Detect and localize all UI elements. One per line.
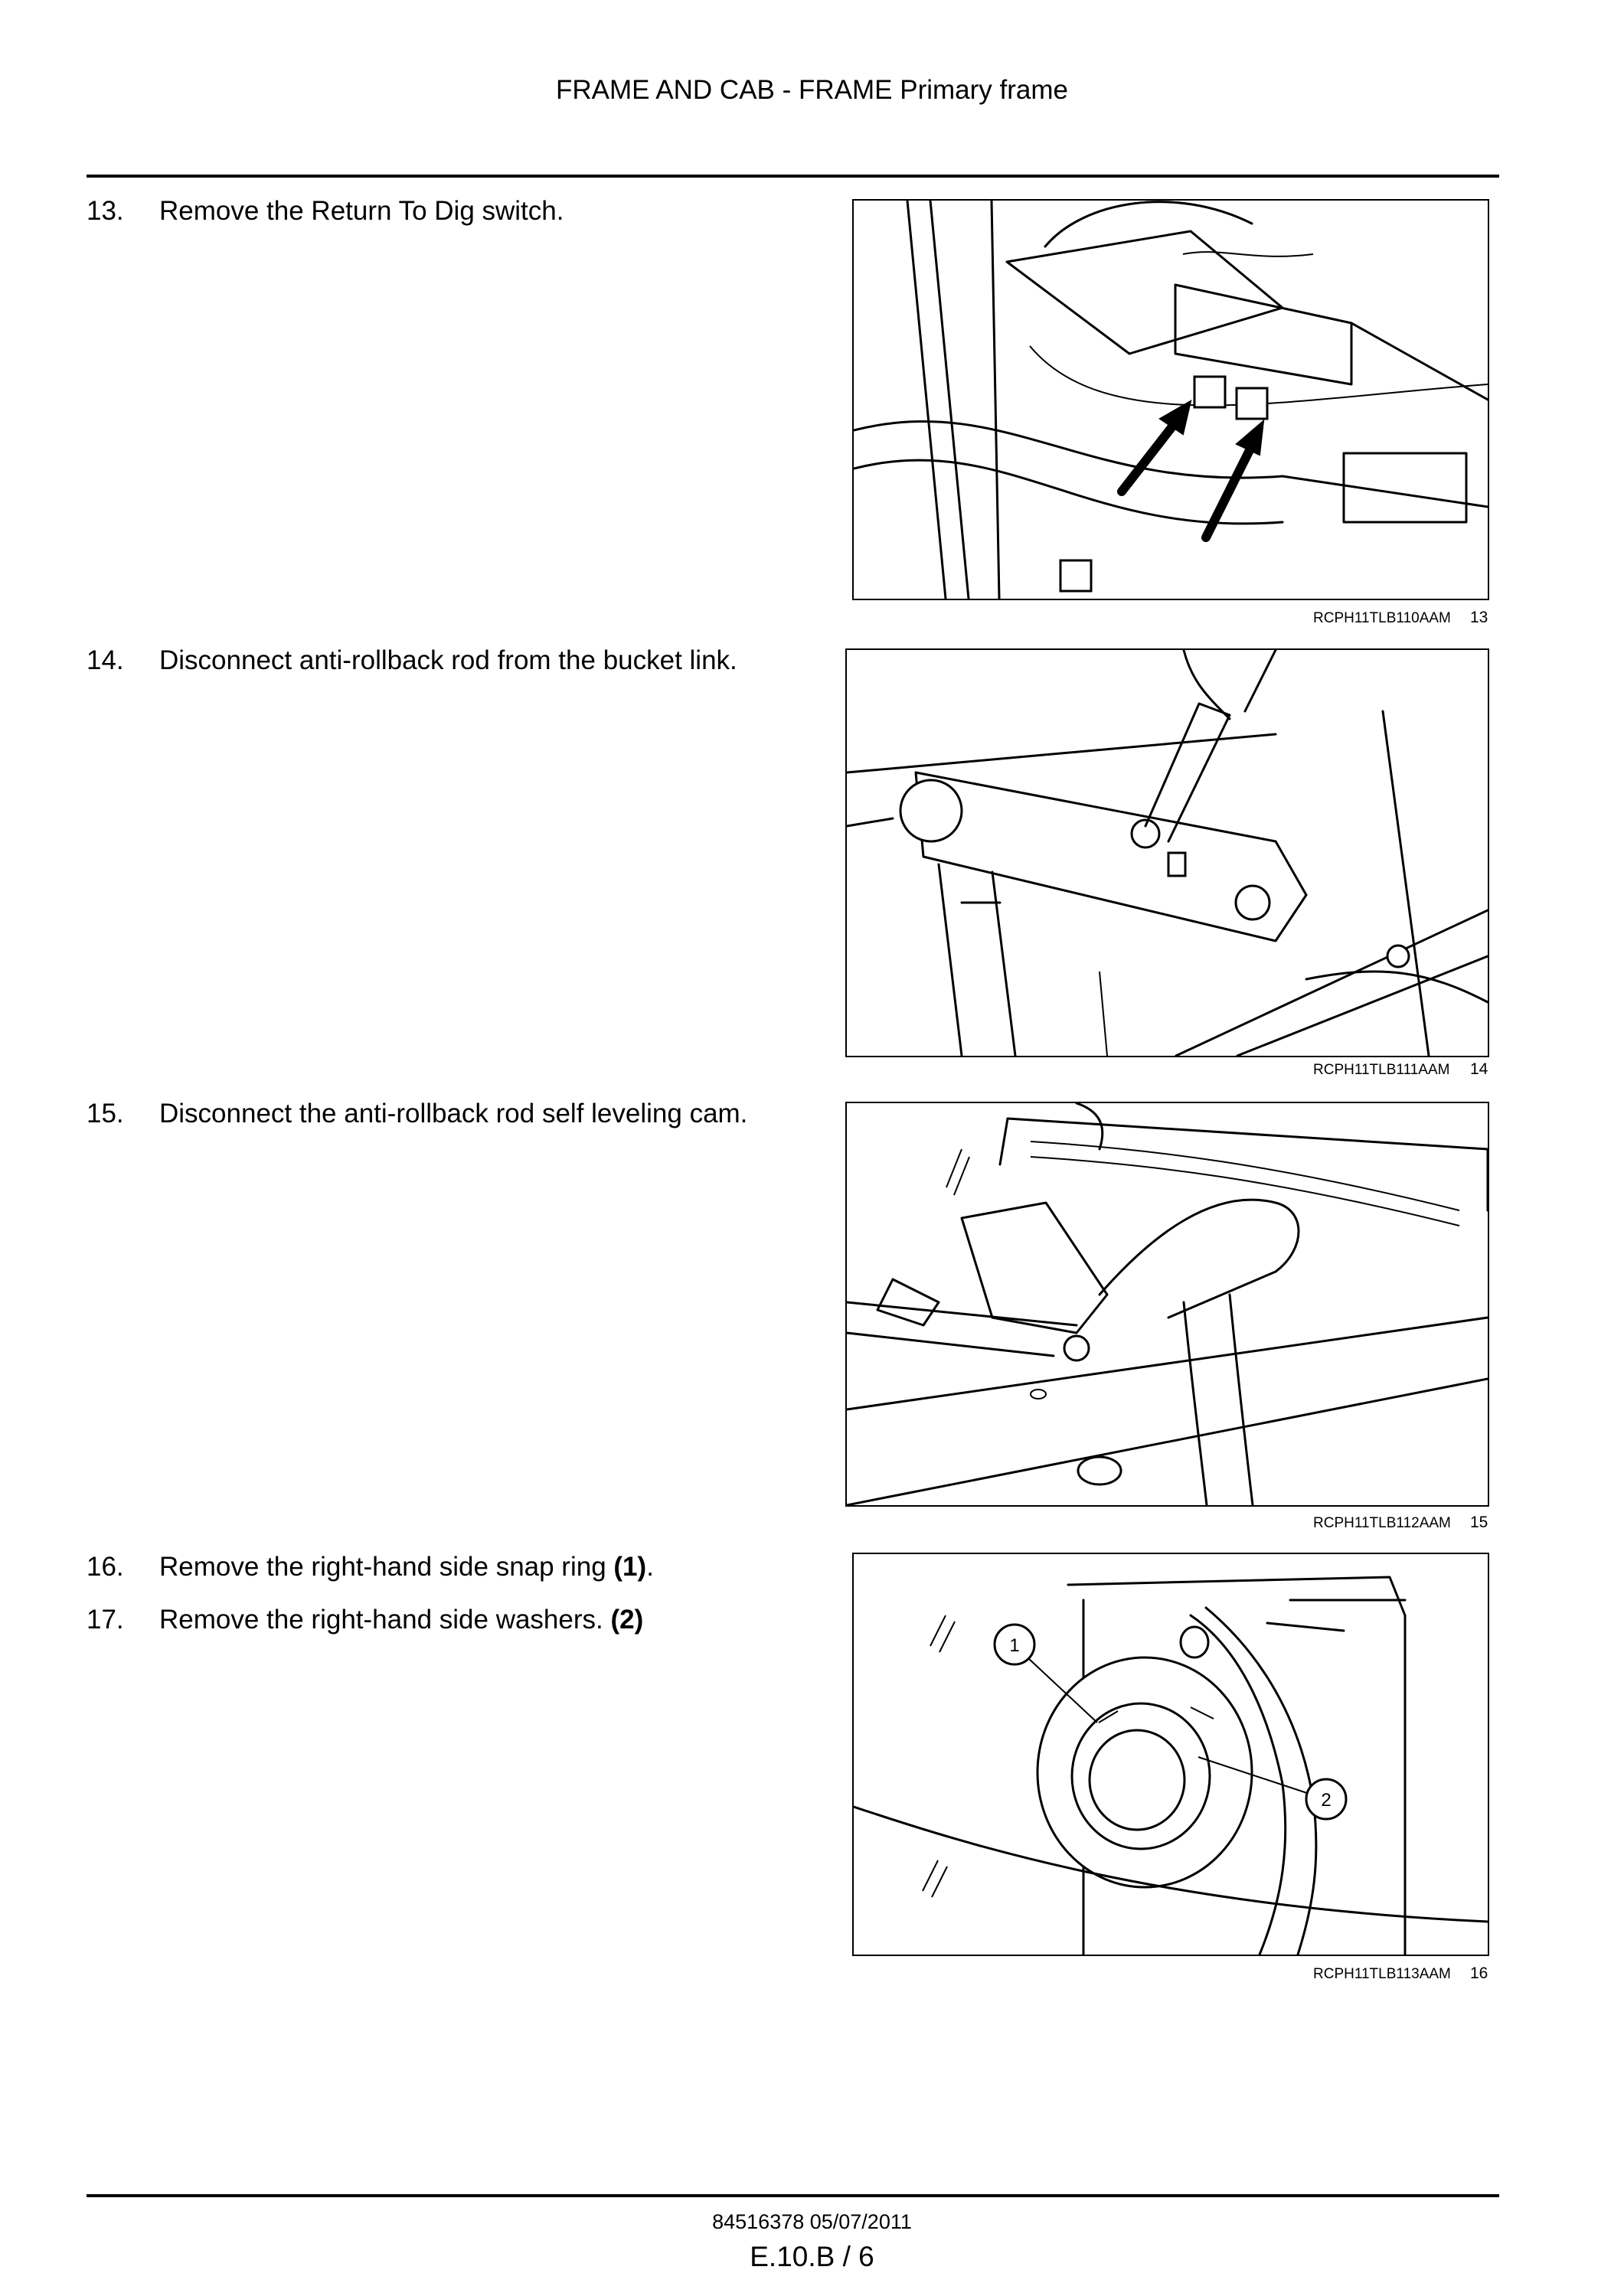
figure-14-illustration xyxy=(845,648,1489,1057)
figure-16-illustration: 1 2 xyxy=(852,1553,1489,1956)
callout-1-label: 1 xyxy=(1009,1635,1019,1656)
step-17: 17. Remove the right-hand side washers. (… xyxy=(87,1603,643,1637)
step-number: 14. xyxy=(87,645,124,675)
figure-15-illustration xyxy=(845,1102,1489,1507)
step-number: 13. xyxy=(87,196,124,226)
footer-page-number: E.10.B / 6 xyxy=(750,2241,874,2272)
figure-number: 14 xyxy=(1470,1060,1488,1078)
step-16: 16.Remove the right-hand side snap ring … xyxy=(87,1550,654,1584)
header-rule xyxy=(87,175,1499,178)
page-header-title: FRAME AND CAB - FRAME Primary frame xyxy=(556,75,1068,105)
step-text: Remove the right-hand side washers. xyxy=(159,1605,611,1635)
footer-document-id: 84516378 05/07/2011 xyxy=(712,2210,912,2233)
figure-number: 16 xyxy=(1470,1965,1488,1982)
footer-rule xyxy=(87,2194,1499,2197)
step-14: 14. Disconnect anti-rollback rod from the… xyxy=(87,644,737,678)
step-text: Disconnect anti-rollback rod from the bu… xyxy=(159,645,737,675)
step-number: 16. xyxy=(87,1552,124,1582)
figure-13-illustration xyxy=(852,199,1489,600)
callout-reference: (1) xyxy=(613,1552,647,1582)
figure-number: 15 xyxy=(1470,1514,1488,1531)
step-number: 17. xyxy=(87,1605,124,1635)
step-text: Remove the right-hand side snap ring xyxy=(159,1552,614,1582)
callout-2-label: 2 xyxy=(1321,1790,1331,1811)
step-number: 15. xyxy=(87,1099,124,1128)
step-13: 13. Remove the Return To Dig switch. xyxy=(87,194,564,228)
step-text-suffix: . xyxy=(646,1552,654,1582)
figure-code: RCPH11TLB110AAM xyxy=(1313,610,1451,626)
step-15: 15. Disconnect the anti-rollback rod self… xyxy=(87,1097,747,1131)
figure-code: RCPH11TLB111AAM xyxy=(1313,1062,1450,1078)
callout-reference: (2) xyxy=(610,1605,644,1635)
step-text: Disconnect the anti-rollback rod self le… xyxy=(159,1099,748,1128)
figure-number: 13 xyxy=(1470,609,1488,626)
step-text: Remove the Return To Dig switch. xyxy=(159,196,564,226)
figure-code: RCPH11TLB113AAM xyxy=(1313,1966,1451,1982)
figure-code: RCPH11TLB112AAM xyxy=(1313,1515,1451,1531)
